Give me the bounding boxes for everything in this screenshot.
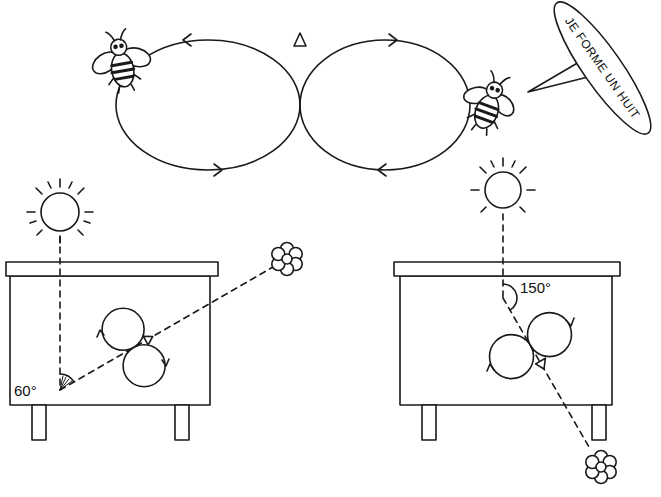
sun-direction-line [502,214,504,298]
small-figure-eight [490,335,534,379]
beehive [422,405,436,440]
sun-direction-line [60,236,275,390]
small-figure-eight [528,313,572,357]
sun-direction-line [59,236,61,390]
sun-direction-line [503,214,591,450]
angle-arc [60,374,74,390]
small-figure-eight [487,313,574,379]
small-figure-eight [123,345,165,387]
figure-eight-path [389,34,397,46]
sun [471,158,535,212]
flower [596,462,606,472]
beehive [175,405,189,440]
figure-eight-path [116,33,470,176]
bee [108,73,142,94]
speech-bubble: JE FORME UN HUIT [539,0,661,145]
bee [109,38,128,57]
bee [464,112,500,138]
small-figure-eight [536,358,546,369]
figure-eight-path [116,40,300,170]
bee [490,86,494,90]
flower [586,451,616,484]
sun [485,172,521,208]
sun [27,179,93,243]
figure-eight-path [300,40,470,170]
figure-eight-path [183,34,191,46]
small-figure-eight [97,330,169,366]
beehive [10,276,210,405]
angle-arc [60,376,72,390]
angle-label: 60° [14,382,37,399]
bee [120,44,123,47]
sun [41,193,79,231]
angle-arc [503,284,517,310]
beehive [6,262,218,276]
small-figure-eight [143,336,153,345]
beehive [32,405,46,440]
sun-direction-line [60,266,275,390]
angle-arc [503,284,517,310]
figure-eight-path [378,164,386,176]
sun [27,179,93,243]
flower [282,254,292,264]
bee [487,71,509,87]
beehive [592,405,606,440]
bee [106,29,127,42]
bee [451,64,527,142]
sun-direction-line [503,298,591,450]
beehive [394,262,620,276]
figure-eight-path [294,33,306,46]
angle-label: 150° [520,279,551,296]
bubble-outline [541,0,661,144]
beehive [394,262,620,440]
beehive [6,262,218,440]
figure-eight-path [214,164,222,176]
bee [84,25,159,97]
small-figure-eight [487,318,574,371]
bee [474,102,499,123]
small-figure-eight [97,308,169,386]
sun [471,158,535,212]
bee [114,45,117,48]
flower [272,243,302,276]
beehive [400,276,612,405]
bee [109,51,137,88]
small-figure-eight [102,308,144,350]
bee [496,88,500,92]
